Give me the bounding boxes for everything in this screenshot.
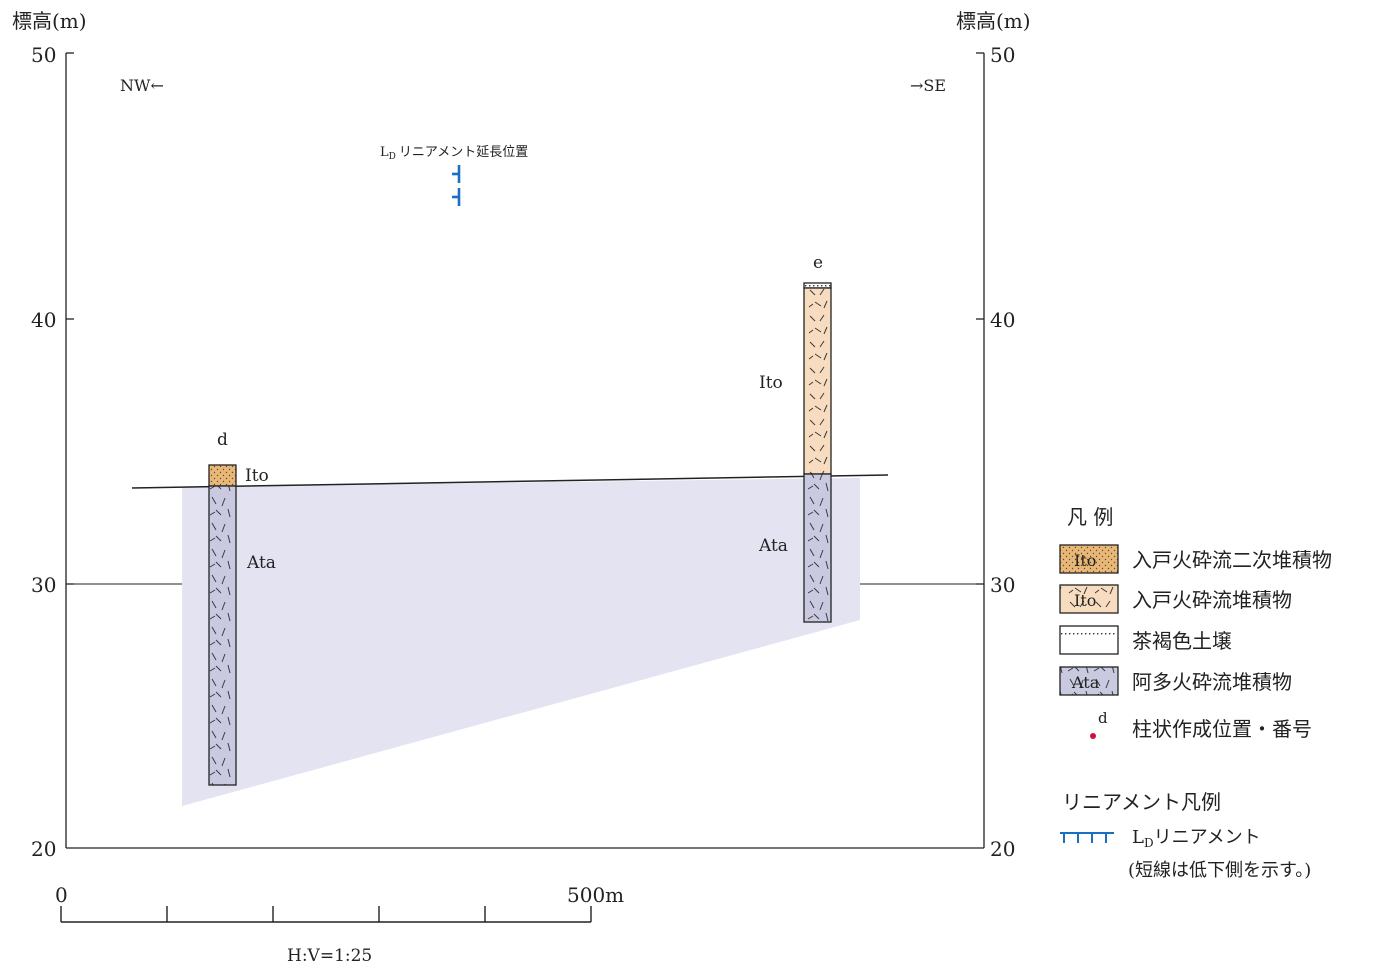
borehole-location-dot-icon [1090,733,1096,739]
lineament-marker-icon [452,165,461,206]
legend-swatch-ata [1059,666,1119,696]
borehole-d-ata-label: Ata [246,553,276,573]
legend-label-ata: 阿多火砕流堆積物 [1132,670,1292,694]
left-tick-label: 30 [31,573,56,597]
right-tick-label: 50 [990,43,1015,67]
legend-swatch-text: Ito [1074,591,1096,610]
left-tick-label: 40 [31,308,56,332]
borehole-d: d Ito Ata [208,430,276,786]
scale-bar-start-label: 0 [55,883,68,907]
legend-swatch-text: Ata [1071,673,1100,692]
legend-label-brown-soil: 茶褐色土壌 [1132,629,1232,653]
lineament-legend-note: (短線は低下側を示す。) [1128,860,1311,881]
legend: 凡 例 Ito 入戸火砕流二次堆積物 Ito 入戸火砕流堆積物 茶褐色土壌 At… [1059,505,1332,881]
right-tick-label: 20 [990,837,1015,861]
direction-se-label: →SE [910,76,946,95]
right-tick-label: 30 [990,573,1015,597]
legend-label-borehole-location: 柱状作成位置・番号 [1132,717,1312,741]
borehole-d-ito-label: Ito [245,466,269,486]
right-tick-label: 40 [990,308,1015,332]
ito-ata-boundary-line [131,474,889,489]
borehole-e-ata-label: Ata [758,536,788,556]
tick-marks [66,52,984,585]
legend-swatch-text: Ito [1074,551,1096,570]
scale-bar [60,906,592,923]
borehole-d-ata-layer [208,485,237,786]
borehole-e-ata-layer [803,473,832,623]
legend-title: 凡 例 [1067,505,1113,529]
legend-swatch-ito-secondary [1059,544,1119,574]
lineament-legend-label: LDリニアメント [1132,827,1261,850]
ata-shaded-region [182,478,860,806]
borehole-d-ito-layer [208,464,237,487]
borehole-e-ito-layer [803,287,832,475]
scale-bar-end-label: 500m [567,883,624,907]
right-axis-title: 標高(m) [956,9,1031,33]
left-tick-label: 50 [31,43,56,67]
legend-swatch-ito [1059,584,1119,614]
borehole-e-id: e [813,253,823,273]
left-axis-title: 標高(m) [12,9,87,33]
scale-ratio-label: H:V=1:25 [287,946,372,966]
borehole-e-soil-layer [803,282,832,289]
legend-label-ito-secondary: 入戸火砕流二次堆積物 [1132,548,1332,572]
direction-nw-label: NW← [120,76,164,95]
borehole-d-id: d [217,430,228,450]
legend-borehole-sample-id: d [1098,709,1108,727]
lineament-legend-icon [1060,832,1114,843]
left-tick-label: 20 [31,837,56,861]
borehole-e-ito-label: Ito [759,373,783,393]
legend-swatch-soil-band [1061,633,1117,637]
legend-label-ito: 入戸火砕流堆積物 [1132,588,1292,612]
lineament-legend-title: リニアメント凡例 [1062,790,1221,814]
borehole-e: e Ito Ata [758,253,832,623]
legend-swatch-brown-soil [1059,625,1119,655]
